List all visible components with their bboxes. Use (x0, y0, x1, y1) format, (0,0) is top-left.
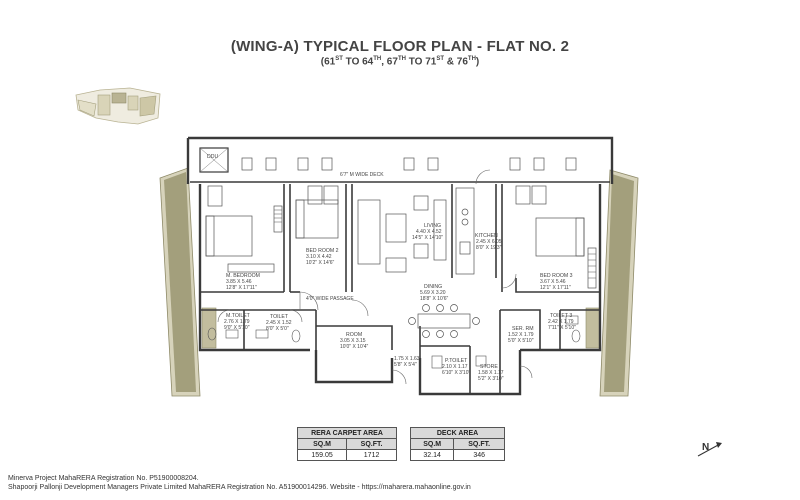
toilet-metric: 2.45 X 1.52 (266, 320, 292, 326)
mtoilet-metric: 2.76 X 1.79 (224, 319, 250, 325)
door-swings (217, 169, 533, 385)
mtoilet-name: M.TOILET (226, 313, 251, 319)
bed3-imperial: 12'1" X 17'11" (540, 285, 571, 291)
deck-label: 6'7" M WIDE DECK (340, 172, 384, 178)
wardrobe-hatching (274, 209, 596, 279)
living-furniture (357, 195, 447, 273)
deck-value-sqft: 346 (453, 449, 505, 461)
duct-label: DDU (207, 154, 218, 160)
passage-label: 4'0" WIDE PASSAGE (306, 296, 354, 302)
bed2-metric: 3.10 X 4.42 (306, 254, 332, 260)
room-labels: LIVING 4.40 X 4.52 14'5" X 14'10" KITCHE… (224, 223, 576, 382)
serroom-metric: 1.52 X 1.79 (508, 332, 534, 338)
plan-subtitle: (61ST TO 64TH, 67TH TO 71ST & 76TH) (320, 56, 480, 68)
rera-value-sqm: 159.05 (296, 449, 348, 461)
footer-line-1: Minerva Project MahaRERA Registration No… (8, 475, 199, 482)
room-name: ROOM (346, 332, 362, 338)
ptoilet-metric: 2.10 X 1.17 (442, 364, 468, 370)
store-name: STORE (480, 364, 498, 370)
toilet3-imperial: 7'11" X 5'10" (548, 325, 576, 331)
mtoilet-imperial: 9'0" X 5'10" (224, 325, 250, 331)
north-label: N (702, 442, 709, 453)
duct-box (199, 147, 229, 173)
north-arrow-icon: N (697, 442, 722, 457)
footer-line-2: Shapoorji Pallonji Development Managers … (8, 484, 471, 491)
store-imperial: 5'2" X 3'10" (478, 376, 504, 382)
ptoilet-name: P.TOILET (445, 358, 468, 364)
foyer-metric: 1.75 X 1.63 (394, 356, 420, 362)
rera-title: RERA CARPET AREA (297, 427, 397, 439)
floor-plan-drawing: DDU 6'7" M WIDE DECK (75, 87, 639, 397)
rera-col-sqm: SQ.M (296, 438, 348, 450)
deck-title: DECK AREA (410, 427, 505, 439)
bed2-name: BED ROOM 2 (306, 248, 339, 254)
room-metric: 3.05 X 3.15 (340, 338, 366, 344)
deck-col-sqft: SQ.FT. (453, 438, 505, 450)
dining-metric: 5.69 X 3.20 (420, 290, 446, 296)
plan-title: (WING-A) TYPICAL FLOOR PLAN - FLAT NO. 2 (230, 38, 570, 55)
foyer-imperial: 5'8" X 5'4" (394, 362, 417, 368)
bedroom-furniture (205, 199, 597, 289)
interior-walls (200, 184, 600, 394)
rera-col-sqft: SQ.FT. (346, 438, 397, 450)
mbed-imperial: 12'8" X 17'11" (226, 285, 257, 291)
ptoilet-imperial: 6'10" X 3'10" (442, 370, 470, 376)
deck-furniture (207, 157, 577, 207)
toilet3-metric: 2.42 X 1.79 (548, 319, 574, 325)
kitchen-name: KITCHEN (475, 233, 498, 239)
bed3-name: BED ROOM 3 (540, 273, 573, 279)
outer-walls (186, 136, 614, 396)
dining-table (408, 304, 480, 338)
bed3-metric: 3.67 X 5.46 (540, 279, 566, 285)
mbed-metric: 3.85 X 5.46 (226, 279, 252, 285)
key-plan-thumbnail (75, 87, 161, 125)
kitchen-metric: 2.45 X 6.05 (476, 239, 502, 245)
toilet-imperial: 8'0" X 5'0" (266, 326, 289, 332)
living-imperial: 14'5" X 14'10" (412, 235, 443, 241)
store-metric: 1.58 X 1.17 (478, 370, 504, 376)
deck-value-sqm: 32.14 (409, 449, 455, 461)
bed2-imperial: 10'2" X 14'6" (306, 260, 334, 266)
deck-col-sqm: SQ.M (409, 438, 455, 450)
dining-imperial: 18'8" X 10'6" (420, 296, 448, 302)
serroom-name: SER. RM (512, 326, 534, 332)
toilet-fixtures (207, 315, 581, 369)
kitchen-counters (455, 187, 475, 275)
footer-registration: Minerva Project MahaRERA Registration No… (8, 474, 471, 492)
kitchen-imperial: 8'0" X 19'3" (476, 245, 502, 251)
living-metric: 4.40 X 4.52 (416, 229, 442, 235)
mbed-name: M. BEDROOM (226, 273, 260, 279)
room-imperial: 10'0" X 10'4" (340, 344, 368, 350)
living-name: LIVING (424, 223, 441, 229)
dining-name: DINING (424, 284, 442, 290)
toilet-name: TOILET (270, 314, 289, 320)
serroom-imperial: 5'0" X 5'10" (508, 338, 534, 344)
toilet3-name: TOILET 3 (550, 313, 572, 319)
rera-value-sqft: 1712 (346, 449, 397, 461)
